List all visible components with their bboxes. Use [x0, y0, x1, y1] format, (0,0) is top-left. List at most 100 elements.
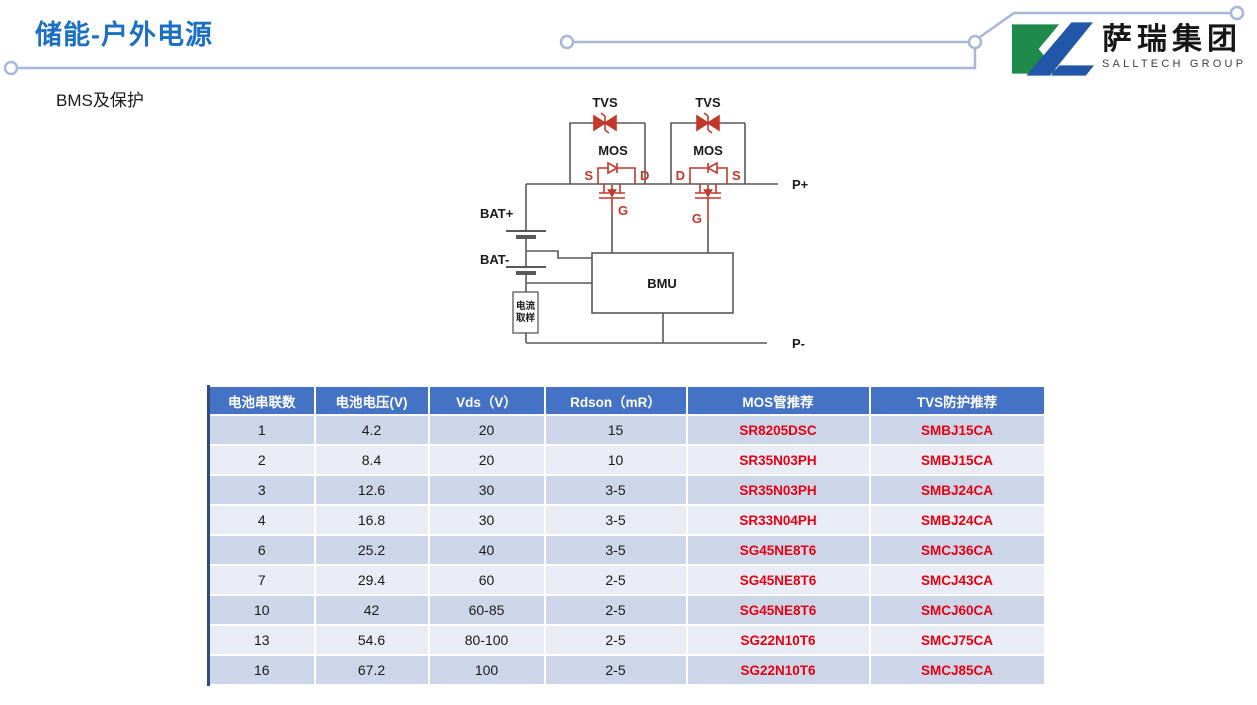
- table-cell: SMBJ15CA: [868, 444, 1046, 476]
- table-cell: 4: [207, 504, 316, 536]
- table-cell: SR33N04PH: [685, 504, 871, 536]
- label-tvs-2: TVS: [695, 95, 721, 110]
- table-cell: 2-5: [543, 654, 688, 686]
- company-logo: 萨瑞集团 SALLTECH GROUP: [1012, 22, 1247, 80]
- table-cell: 7: [207, 564, 316, 596]
- table-cell: 6: [207, 534, 316, 566]
- table-cell: 10: [207, 594, 316, 626]
- table-cell: SG45NE8T6: [685, 594, 871, 626]
- table-cell: SMCJ85CA: [868, 654, 1046, 686]
- mosfet-symbol-1: [597, 161, 636, 213]
- label-pin-d1: D: [640, 168, 649, 183]
- table-cell: 8.4: [313, 444, 430, 476]
- table-cell: 12.6: [313, 474, 430, 506]
- page-title: 储能-户外电源: [35, 20, 213, 50]
- table-cell: 42: [313, 594, 430, 626]
- table-cell: SMCJ75CA: [868, 624, 1046, 656]
- table-cell: 67.2: [313, 654, 430, 686]
- table-cell: 3-5: [543, 474, 688, 506]
- label-mos-2: MOS: [693, 143, 723, 158]
- table-cell: 1: [207, 414, 316, 446]
- table-cell: 30: [427, 474, 546, 506]
- logo-mark-icon: [1012, 22, 1094, 76]
- table-cell: 4.2: [313, 414, 430, 446]
- table-cell: 100: [427, 654, 546, 686]
- table-cell: SMBJ24CA: [868, 504, 1046, 536]
- table-cell: 3-5: [543, 504, 688, 536]
- label-current-sample-2: 取样: [516, 312, 536, 324]
- table-cell: 40: [427, 534, 546, 566]
- table-cell: 80-100: [427, 624, 546, 656]
- table-cell: 30: [427, 504, 546, 536]
- table-cell: SG45NE8T6: [685, 534, 871, 566]
- table-cell: 60: [427, 564, 546, 596]
- table-cell: 54.6: [313, 624, 430, 656]
- table-cell: SG45NE8T6: [685, 564, 871, 596]
- label-pin-g2: G: [692, 211, 702, 226]
- label-bat-plus: BAT+: [480, 206, 514, 221]
- table-cell: 2: [207, 444, 316, 476]
- table-cell: SR35N03PH: [685, 444, 871, 476]
- table-cell: 20: [427, 414, 546, 446]
- circuit-wires: [506, 122, 778, 344]
- table-cell: 2-5: [543, 624, 688, 656]
- label-mos-1: MOS: [598, 143, 628, 158]
- label-current-sample-1: 电流: [516, 300, 536, 312]
- label-bat-minus: BAT-: [480, 252, 509, 267]
- label-pin-d2: D: [676, 168, 685, 183]
- table-cell: SMCJ36CA: [868, 534, 1046, 566]
- table-cell: 16: [207, 654, 316, 686]
- label-pin-s1: S: [584, 168, 593, 183]
- table-header-cell: Rdson（mR）: [543, 385, 688, 416]
- page-subtitle: BMS及保护: [56, 91, 144, 110]
- table-cell: 29.4: [313, 564, 430, 596]
- table-cell: 20: [427, 444, 546, 476]
- label-p-minus: P-: [792, 336, 805, 351]
- table-cell: 60-85: [427, 594, 546, 626]
- table-header-cell: 电池电压(V): [313, 385, 430, 416]
- label-pin-g1: G: [618, 203, 628, 218]
- label-p-plus: P+: [792, 177, 809, 192]
- logo-text: 萨瑞集团 SALLTECH GROUP: [1102, 22, 1246, 71]
- table-cell: 25.2: [313, 534, 430, 566]
- tvs-diode-symbols: [591, 112, 722, 134]
- table-header-cell: 电池串联数: [207, 385, 316, 416]
- table-cell: 2-5: [543, 564, 688, 596]
- table-cell: SMBJ15CA: [868, 414, 1046, 446]
- table-header-cell: TVS防护推荐: [868, 385, 1046, 416]
- table-cell: SR8205DSC: [685, 414, 871, 446]
- table-header-cell: MOS管推荐: [685, 385, 871, 416]
- table-header-cell: Vds（V）: [427, 385, 546, 416]
- bms-circuit-diagram: TVS TVS MOS MOS BAT+ BAT- BMU P+ P- 电流 取…: [480, 95, 809, 351]
- table-cell: 3: [207, 474, 316, 506]
- label-bmu: BMU: [647, 276, 677, 291]
- table-cell: 15: [543, 414, 688, 446]
- label-pin-s2: S: [732, 168, 741, 183]
- table-cell: 13: [207, 624, 316, 656]
- table-cell: SMCJ60CA: [868, 594, 1046, 626]
- table-cell: SG22N10T6: [685, 624, 871, 656]
- table-cell: 16.8: [313, 504, 430, 536]
- table-cell: SR35N03PH: [685, 474, 871, 506]
- table-cell: SG22N10T6: [685, 654, 871, 686]
- table-cell: SMBJ24CA: [868, 474, 1046, 506]
- table-cell: 10: [543, 444, 688, 476]
- label-tvs-1: TVS: [592, 95, 618, 110]
- table-cell: SMCJ43CA: [868, 564, 1046, 596]
- logo-name-cn: 萨瑞集团: [1102, 23, 1242, 56]
- table-cell: 2-5: [543, 594, 688, 626]
